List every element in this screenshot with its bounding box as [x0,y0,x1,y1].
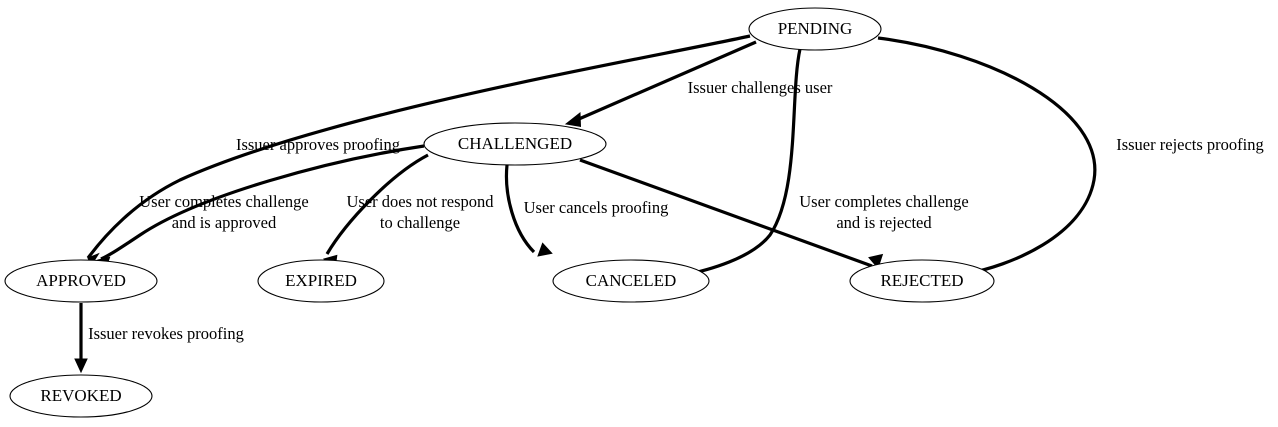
edge-label-approved-revoked: Issuer revokes proofing [88,324,244,343]
edge-challenged-rejected [579,158,884,269]
edge-labels-layer: Issuer approves proofing Issuer challenge… [88,78,1264,343]
edge-label-line: Issuer approves proofing [236,135,400,154]
node-revoked[interactable]: REVOKED [9,374,153,418]
node-pending[interactable]: PENDING [748,7,882,51]
node-shape [748,7,882,51]
edge-pending-rejected [877,36,1097,284]
node-approved[interactable]: APPROVED [4,259,158,303]
edge-path-pending-approved [86,34,751,259]
node-challenged[interactable]: CHALLENGED [423,122,607,166]
edge-challenged-expired [322,153,429,271]
edge-challenged-canceled [504,164,553,257]
edge-label-line: Issuer challenges user [688,78,833,97]
edge-pending-canceled [674,48,802,287]
edge-label-pending-approved: Issuer approves proofing [236,135,400,154]
node-rejected[interactable]: REJECTED [849,259,995,303]
edge-challenged-approved [97,144,425,272]
arrowhead-icon [537,242,553,257]
edge-pending-challenged [564,40,757,127]
edge-label-line: and is rejected [836,213,932,232]
arrowhead-icon [564,112,582,127]
edge-path-challenged-expired [325,153,429,255]
edge-path-pending-challenged [571,40,757,124]
edge-label-line: Issuer rejects proofing [1116,135,1264,154]
edge-label-pending-rejected: Issuer rejects proofing [1116,135,1264,154]
edge-label-line: Issuer revokes proofing [88,324,244,343]
edge-label-pending-challenged: Issuer challenges user [688,78,833,97]
edges-layer [74,34,1097,374]
edge-pending-approved [86,34,751,267]
edge-label-line: and is approved [172,213,277,232]
edge-label-line: to challenge [380,213,460,232]
edge-path-challenged-approved [100,144,425,261]
edge-path-pending-rejected [877,36,1097,276]
nodes-layer: PENDING CHALLENGED APPROVED EXPIRED CANCELED… [4,7,995,418]
edge-path-challenged-rejected [579,158,873,268]
edge-label-line: User cancels proofing [524,198,669,217]
node-shape [849,259,995,303]
edge-label-line: User completes challenge [799,192,969,211]
edge-path-pending-canceled [679,48,802,278]
node-shape [4,259,158,303]
node-shape [257,259,385,303]
node-shape [423,122,607,166]
edge-approved-revoked [74,303,88,374]
edge-label-pending-canceled: User completes challenge and is rejected [799,192,969,232]
arrowhead-icon [74,358,88,374]
edge-path-challenged-canceled [504,164,536,254]
node-expired[interactable]: EXPIRED [257,259,385,303]
node-canceled[interactable]: CANCELED [552,259,710,303]
node-shape [9,374,153,418]
edge-label-challenged-canceled: User cancels proofing [524,198,669,217]
node-shape [552,259,710,303]
